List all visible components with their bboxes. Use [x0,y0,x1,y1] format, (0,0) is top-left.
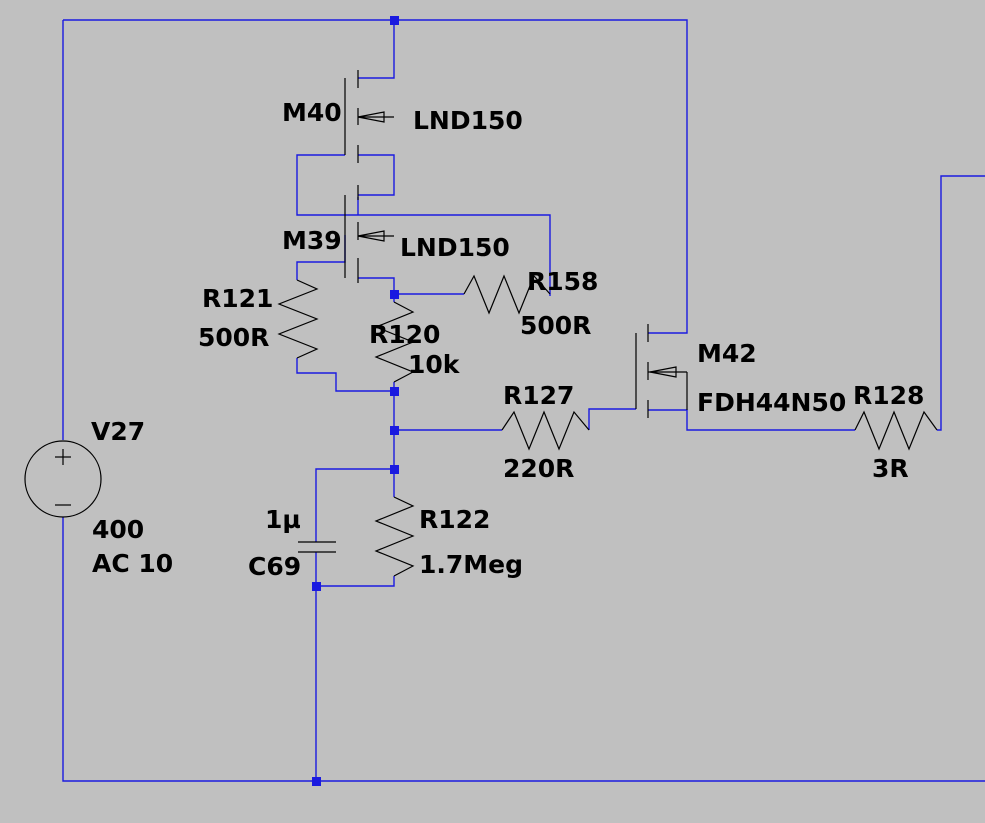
junction-r127-node [390,426,399,435]
wires [62,19,985,782]
r122-value-label: 1.7Meg [419,550,523,579]
v27-ac-label: AC 10 [92,549,173,578]
junction-r122-top [390,465,399,474]
wire-m39-source [358,277,395,296]
junctions [312,16,399,786]
wire-r128-right [937,175,985,431]
wire-top-rail [63,19,688,334]
wire-m40-drain [358,20,395,79]
r127-value-label: 220R [503,454,574,483]
c69-name-label: C69 [248,552,301,581]
r122-name-label: R122 [419,505,490,534]
r122-symbol[interactable] [374,496,415,577]
v27-symbol[interactable] [24,440,102,518]
r121-name-label: R121 [202,284,273,313]
wire-m42-source [648,409,855,431]
r120-symbol[interactable] [374,301,415,383]
m40-symbol[interactable] [344,70,394,200]
c69-value-label: 1µ [265,505,301,534]
v27-value-label: 400 [92,515,144,544]
wire-r122-bottom [316,576,395,587]
r127-name-label: R127 [503,381,574,410]
m42-model-label: FDH44N50 [697,388,846,417]
wire-m39-gate-feedback [345,214,551,296]
wire-m40-source [358,154,395,196]
m40-name-label: M40 [282,98,342,127]
r158-name-label: R158 [527,267,598,296]
r120-value-label: 10k [408,350,461,379]
r121-symbol[interactable] [277,279,319,359]
m40-model-label: LND150 [413,106,523,135]
wire-left-rail-bottom [62,517,985,782]
r128-name-label: R128 [853,381,924,410]
junction-top-rail [390,16,399,25]
r128-symbol[interactable] [854,410,938,451]
wire-r121-bottom [296,358,394,392]
m39-name-label: M39 [282,226,342,255]
junction-c69-bottom [312,582,321,591]
r121-value-label: 500R [198,323,269,352]
r120-name-label: R120 [369,320,440,349]
m42-symbol[interactable] [635,324,688,418]
c69-symbol[interactable] [298,541,336,553]
wire-c69-top [315,468,394,542]
m39-symbol[interactable] [344,195,394,283]
junction-r158-node [390,290,399,299]
r158-symbol[interactable] [463,274,551,315]
v27-name-label: V27 [91,417,145,446]
m42-name-label: M42 [697,339,757,368]
m39-model-label: LND150 [400,233,510,262]
junction-ground [312,777,321,786]
wire-m40-gate-loop [296,154,345,216]
junction-r120-bottom [390,387,399,396]
wire-r127-right [588,408,636,430]
r128-value-label: 3R [872,454,909,483]
r127-symbol[interactable] [501,410,590,451]
r158-value-label: 500R [520,311,591,340]
